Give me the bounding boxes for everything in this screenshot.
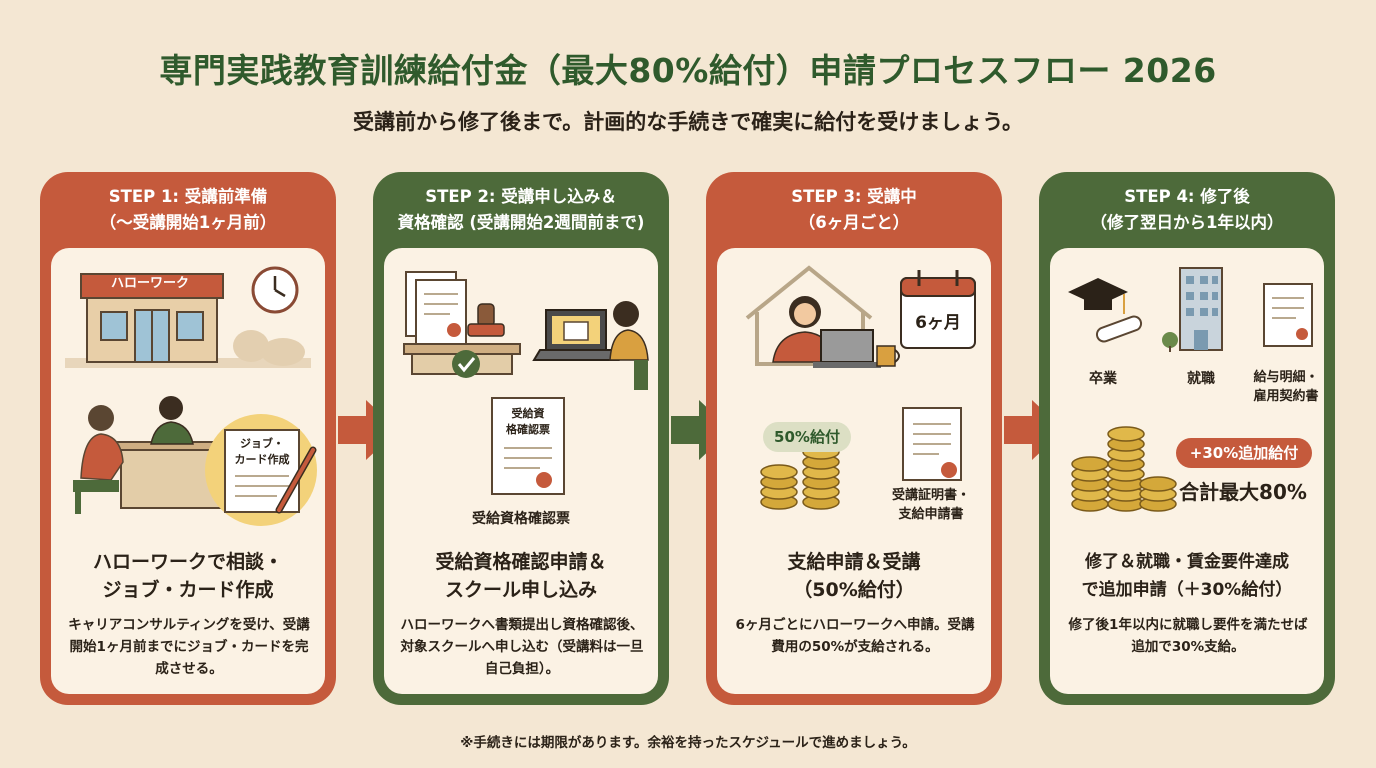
certificate-doc-label: 受給資 格確認票 (492, 406, 564, 438)
step-3-main-line1: 支給申請＆受講 (787, 551, 921, 573)
hello-work-office-illustration (65, 266, 317, 526)
studying-illustration (745, 265, 976, 510)
step-1-header: STEP 1: 受講前準備 （～受講開始1ヶ月前） (51, 172, 325, 248)
coin-stack-icon (1071, 426, 1177, 512)
step-2-card: STEP 2: 受講申し込み＆ 資格確認 (受講開始2週間前まで) (373, 172, 669, 705)
payslip-contract-label: 給与明細・ 雇用契約書 (1244, 368, 1324, 406)
certificate-doc-line2: 格確認票 (506, 423, 550, 436)
step-1-timing: （～受講開始1ヶ月前） (99, 213, 277, 232)
payslip-contract-line2: 雇用契約書 (1253, 389, 1319, 404)
step-1-main-text: ハローワークで相談・ ジョブ・カード作成 (51, 548, 325, 604)
step-2-main-line1: 受給資格確認申請＆ (435, 551, 607, 573)
step-3-header: STEP 3: 受講中 （6ヶ月ごと） (717, 172, 991, 248)
stamp-icon (467, 303, 505, 337)
step-3-title: STEP 3: 受講中 (791, 187, 917, 206)
step-2-body: 受給資 格確認票 受給資格確認票 受給資格確認申請＆ スクール申し込み ハローワ… (384, 248, 658, 694)
page-title: 専門実践教育訓練給付金（最大80%給付）申請プロセスフロー 2026 (159, 51, 1217, 90)
office-building-icon (1162, 267, 1223, 352)
step-1-main-line1: ハローワークで相談・ (92, 551, 283, 573)
step-1-body: ハローワーク ジョブ・ カード作成 ハローワークで相談・ ジョブ・カード作成 キ… (51, 248, 325, 694)
step-2-main-line2: スクール申し込み (444, 579, 597, 601)
step-2-timing: 資格確認 (受講開始2週間前まで) (397, 213, 645, 232)
coffee-cup-icon (876, 345, 900, 367)
step-3-main-text: 支給申請＆受講 （50%給付） (717, 548, 991, 604)
step-2-main-text: 受給資格確認申請＆ スクール申し込み (384, 548, 658, 604)
arrow-right-icon (1004, 400, 1064, 460)
step-4-header: STEP 4: 修了後 （修了翌日から1年以内） (1050, 172, 1324, 248)
step-1-card: STEP 1: 受講前準備 （～受講開始1ヶ月前） (40, 172, 336, 705)
step-4-main-line1: 修了＆就職・賃金要件達成 (1085, 552, 1289, 572)
footnote: ※手続きには期限があります。余裕を持ったスケジュールで進めましょう。 (460, 735, 916, 751)
step-3-main-line2: （50%給付） (793, 579, 915, 601)
coin-stack-icon (760, 444, 840, 510)
step-1-description: キャリアコンサルティングを受け、受講開始1ヶ月前までにジョブ・カードを完成させる… (68, 617, 310, 677)
arrow-right-icon (338, 400, 398, 460)
step-4-title: STEP 4: 修了後 (1124, 187, 1250, 206)
certificate-caption: 受給資格確認票 (472, 511, 570, 527)
step-3-description: 6ヶ月ごとにハローワークへ申請。受講費用の50%が支給される。 (735, 617, 975, 655)
page-subtitle: 受講前から修了後まで。計画的な手続きで確実に給付を受けましょう。 (353, 110, 1023, 134)
employment-label: 就職 (1187, 371, 1215, 387)
step-2-description: ハローワークへ書類提出し資格確認後、対象スクールへ申し込む（受講料は一旦自己負担… (400, 617, 644, 677)
payslip-contract-line1: 給与明細・ (1253, 370, 1319, 385)
arrow-right-icon (671, 400, 731, 460)
attendance-doc-label: 受講証明書・ 支給申請書 (871, 486, 991, 524)
step-3-card: STEP 3: 受講中 （6ヶ月ごと） (706, 172, 1002, 705)
hello-work-sign: ハローワーク (110, 276, 189, 291)
check-icon (452, 350, 480, 378)
job-card-bubble-line2: カード作成 (234, 453, 290, 466)
application-illustration (403, 271, 649, 495)
step-4-card: STEP 4: 修了後 （修了翌日から1年以内） (1039, 172, 1335, 705)
attendance-doc-line1: 受講証明書・ (891, 488, 970, 503)
step-2-title: STEP 2: 受講申し込み＆ (425, 187, 617, 206)
step-3-body: 6ヶ月 50%給付 受講証明書・ 支給申請書 支給申請＆受講 （50%給付） 6… (717, 248, 991, 694)
additional-30-badge: +30%追加給付 (1176, 438, 1312, 468)
completion-illustration (1068, 267, 1313, 512)
step-2-header: STEP 2: 受講申し込み＆ 資格確認 (受講開始2週間前まで) (384, 172, 658, 248)
graduation-label: 卒業 (1089, 371, 1117, 387)
step-4-main-text: 修了＆就職・賃金要件達成 で追加申請（＋30%給付） (1050, 548, 1324, 604)
step-1-title: STEP 1: 受講前準備 (108, 187, 268, 206)
step-4-description: 修了後1年以内に就職し要件を満たせば追加で30%支給。 (1068, 617, 1308, 655)
step-1-main-line2: ジョブ・カード作成 (102, 579, 274, 601)
step-3-timing: （6ヶ月ごと） (798, 213, 910, 232)
job-card-bubble-line1: ジョブ・ (240, 437, 284, 450)
calendar-label: 6ヶ月 (915, 313, 961, 333)
pen-icon (275, 446, 317, 514)
step-4-main-line2: で追加申請（＋30%給付） (1081, 580, 1293, 600)
certificate-doc-line1: 受給資 (511, 407, 545, 420)
attendance-doc-line2: 支給申請書 (898, 507, 964, 522)
step-4-body: 卒業 就職 給与明細・ 雇用契約書 +30%追加給付 合計最大80% 修了＆就職… (1050, 248, 1324, 694)
graduation-cap-icon (1068, 278, 1143, 343)
step-4-timing: （修了翌日から1年以内） (1090, 213, 1284, 232)
payout-50-badge: 50%給付 (763, 422, 851, 452)
calendar-icon (900, 270, 976, 349)
total-max-label: 合計最大80% (1179, 480, 1307, 504)
clock-icon (251, 266, 299, 314)
job-card-bubble-label: ジョブ・ カード作成 (225, 436, 299, 468)
